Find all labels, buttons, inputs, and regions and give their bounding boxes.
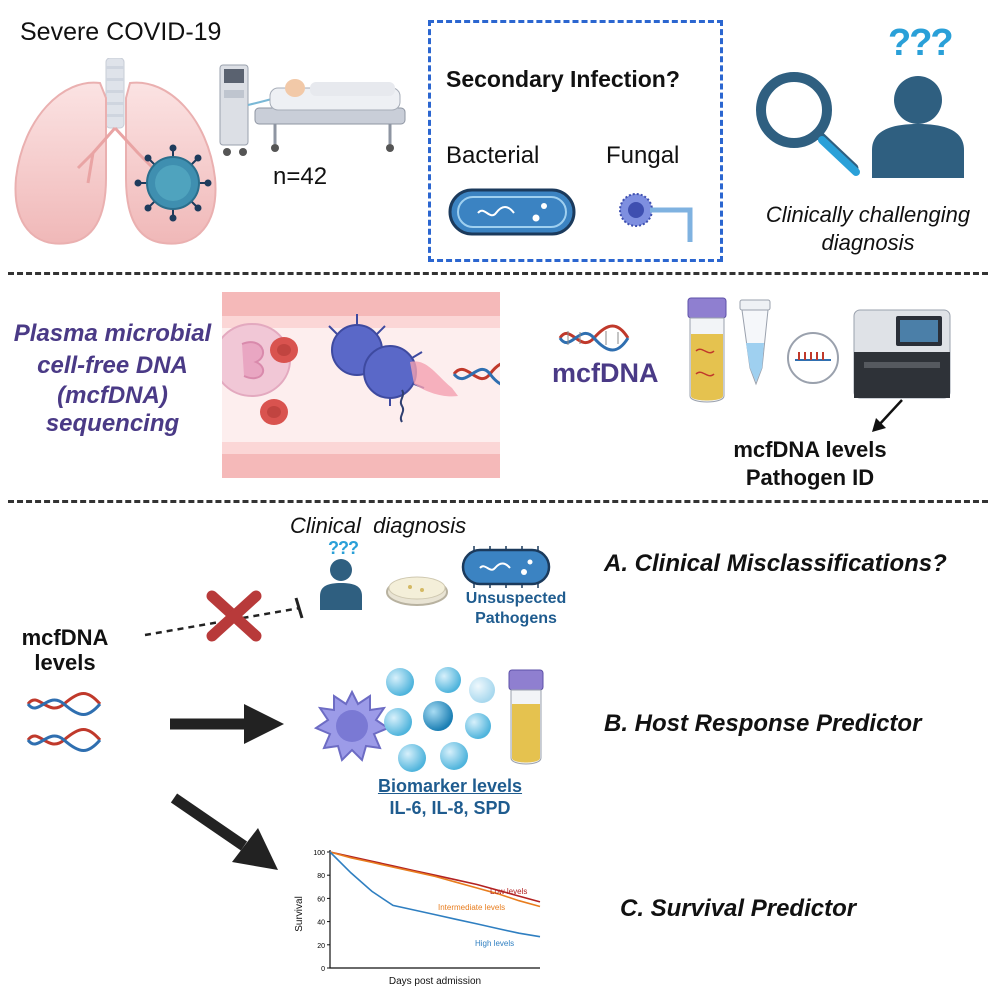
magnified-library-icon [787, 332, 839, 384]
cohort-size: n=42 [273, 163, 328, 190]
secondary-infection-title: Secondary Infection? [446, 66, 680, 92]
challenge-line2: diagnosis [821, 230, 915, 255]
bacterial-label: Bacterial [446, 142, 540, 169]
y-tick-label: 20 [317, 943, 325, 950]
y-tick-label: 80 [317, 873, 325, 880]
method-line3: (mcfDNA) [57, 382, 168, 409]
unsuspected-line2: Pathogens [475, 610, 557, 627]
output-line1: mcfDNA levels [733, 437, 887, 462]
immune-cell-icon [313, 689, 391, 762]
blood-vessel-illustration [222, 292, 500, 478]
dna-helix-icon [558, 324, 630, 352]
fungal-label: Fungal [606, 142, 680, 169]
series-line-3 [329, 851, 541, 938]
y-tick-label: 60 [317, 896, 325, 903]
x-axis-label: Days post admission [389, 976, 481, 987]
icu-bed-illustration [219, 64, 406, 156]
arrow-to-survival [170, 793, 278, 870]
cross-icon [206, 590, 262, 642]
biomarker-title: Biomarker levels [377, 776, 523, 796]
lungs-illustration [14, 58, 217, 245]
question-marks: ??? [888, 22, 954, 64]
series-label-1: Low levels [490, 887, 527, 896]
mcfdna-label: mcfDNA [552, 358, 659, 388]
secondary-infection-box [428, 20, 723, 262]
method-line1: Plasma microbial [13, 320, 212, 347]
y-axis-label: Survival [294, 896, 305, 932]
series-label-2: Intermediate levels [438, 903, 505, 912]
finding-c: C. Survival Predictor [620, 895, 857, 922]
biomarker-spheres-icon [384, 667, 495, 772]
plasma-tube-icon [687, 297, 727, 403]
unsuspected-bacterium-icon [461, 546, 551, 588]
fungus-icon [619, 193, 693, 242]
y-tick-label: 100 [313, 850, 325, 857]
sequencer-icon [853, 309, 951, 399]
challenge-line1: Clinically challenging [765, 202, 971, 227]
finding-b: B. Host Response Predictor [604, 710, 922, 737]
puzzled-person-icon [872, 76, 964, 178]
clinical-diagnosis-label: Clinical diagnosis [290, 513, 467, 538]
chart-axes [329, 850, 540, 969]
section-divider-2 [8, 500, 988, 503]
section-divider-1 [8, 272, 988, 275]
small-question-marks: ??? [328, 538, 359, 558]
section-title-severe-covid: Severe COVID-19 [20, 18, 222, 46]
series-label-3: High levels [475, 939, 514, 948]
magnifier-icon [756, 72, 860, 176]
series-line-2 [329, 851, 541, 908]
petri-dish-icon [386, 576, 448, 606]
output-line2: Pathogen ID [745, 465, 875, 490]
method-line2: cell-free DNA [37, 352, 188, 379]
biomarker-list: IL-6, IL-8, SPD [389, 798, 511, 818]
clinician-icon [320, 559, 362, 610]
unsuspected-line1: Unsuspected [465, 590, 567, 607]
y-tick-label: 40 [317, 920, 325, 927]
down-left-arrow-icon [872, 399, 903, 432]
survival-chart: Survival Days post admission 0 20 40 60 80 10… [294, 850, 541, 987]
serum-tube-icon [508, 669, 544, 765]
arrow-to-host-response [170, 704, 284, 744]
series-line-1 [329, 851, 541, 903]
bacterium-icon [448, 188, 576, 236]
y-tick-label: 0 [321, 966, 325, 973]
method-line4: sequencing [45, 410, 180, 437]
mcfdna-levels-line2: levels [34, 650, 96, 675]
dna-helices-icon [26, 692, 102, 752]
eppendorf-tube-icon [739, 299, 771, 386]
mcfdna-levels-line1: mcfDNA [21, 625, 109, 650]
finding-a: A. Clinical Misclassifications? [604, 550, 947, 577]
